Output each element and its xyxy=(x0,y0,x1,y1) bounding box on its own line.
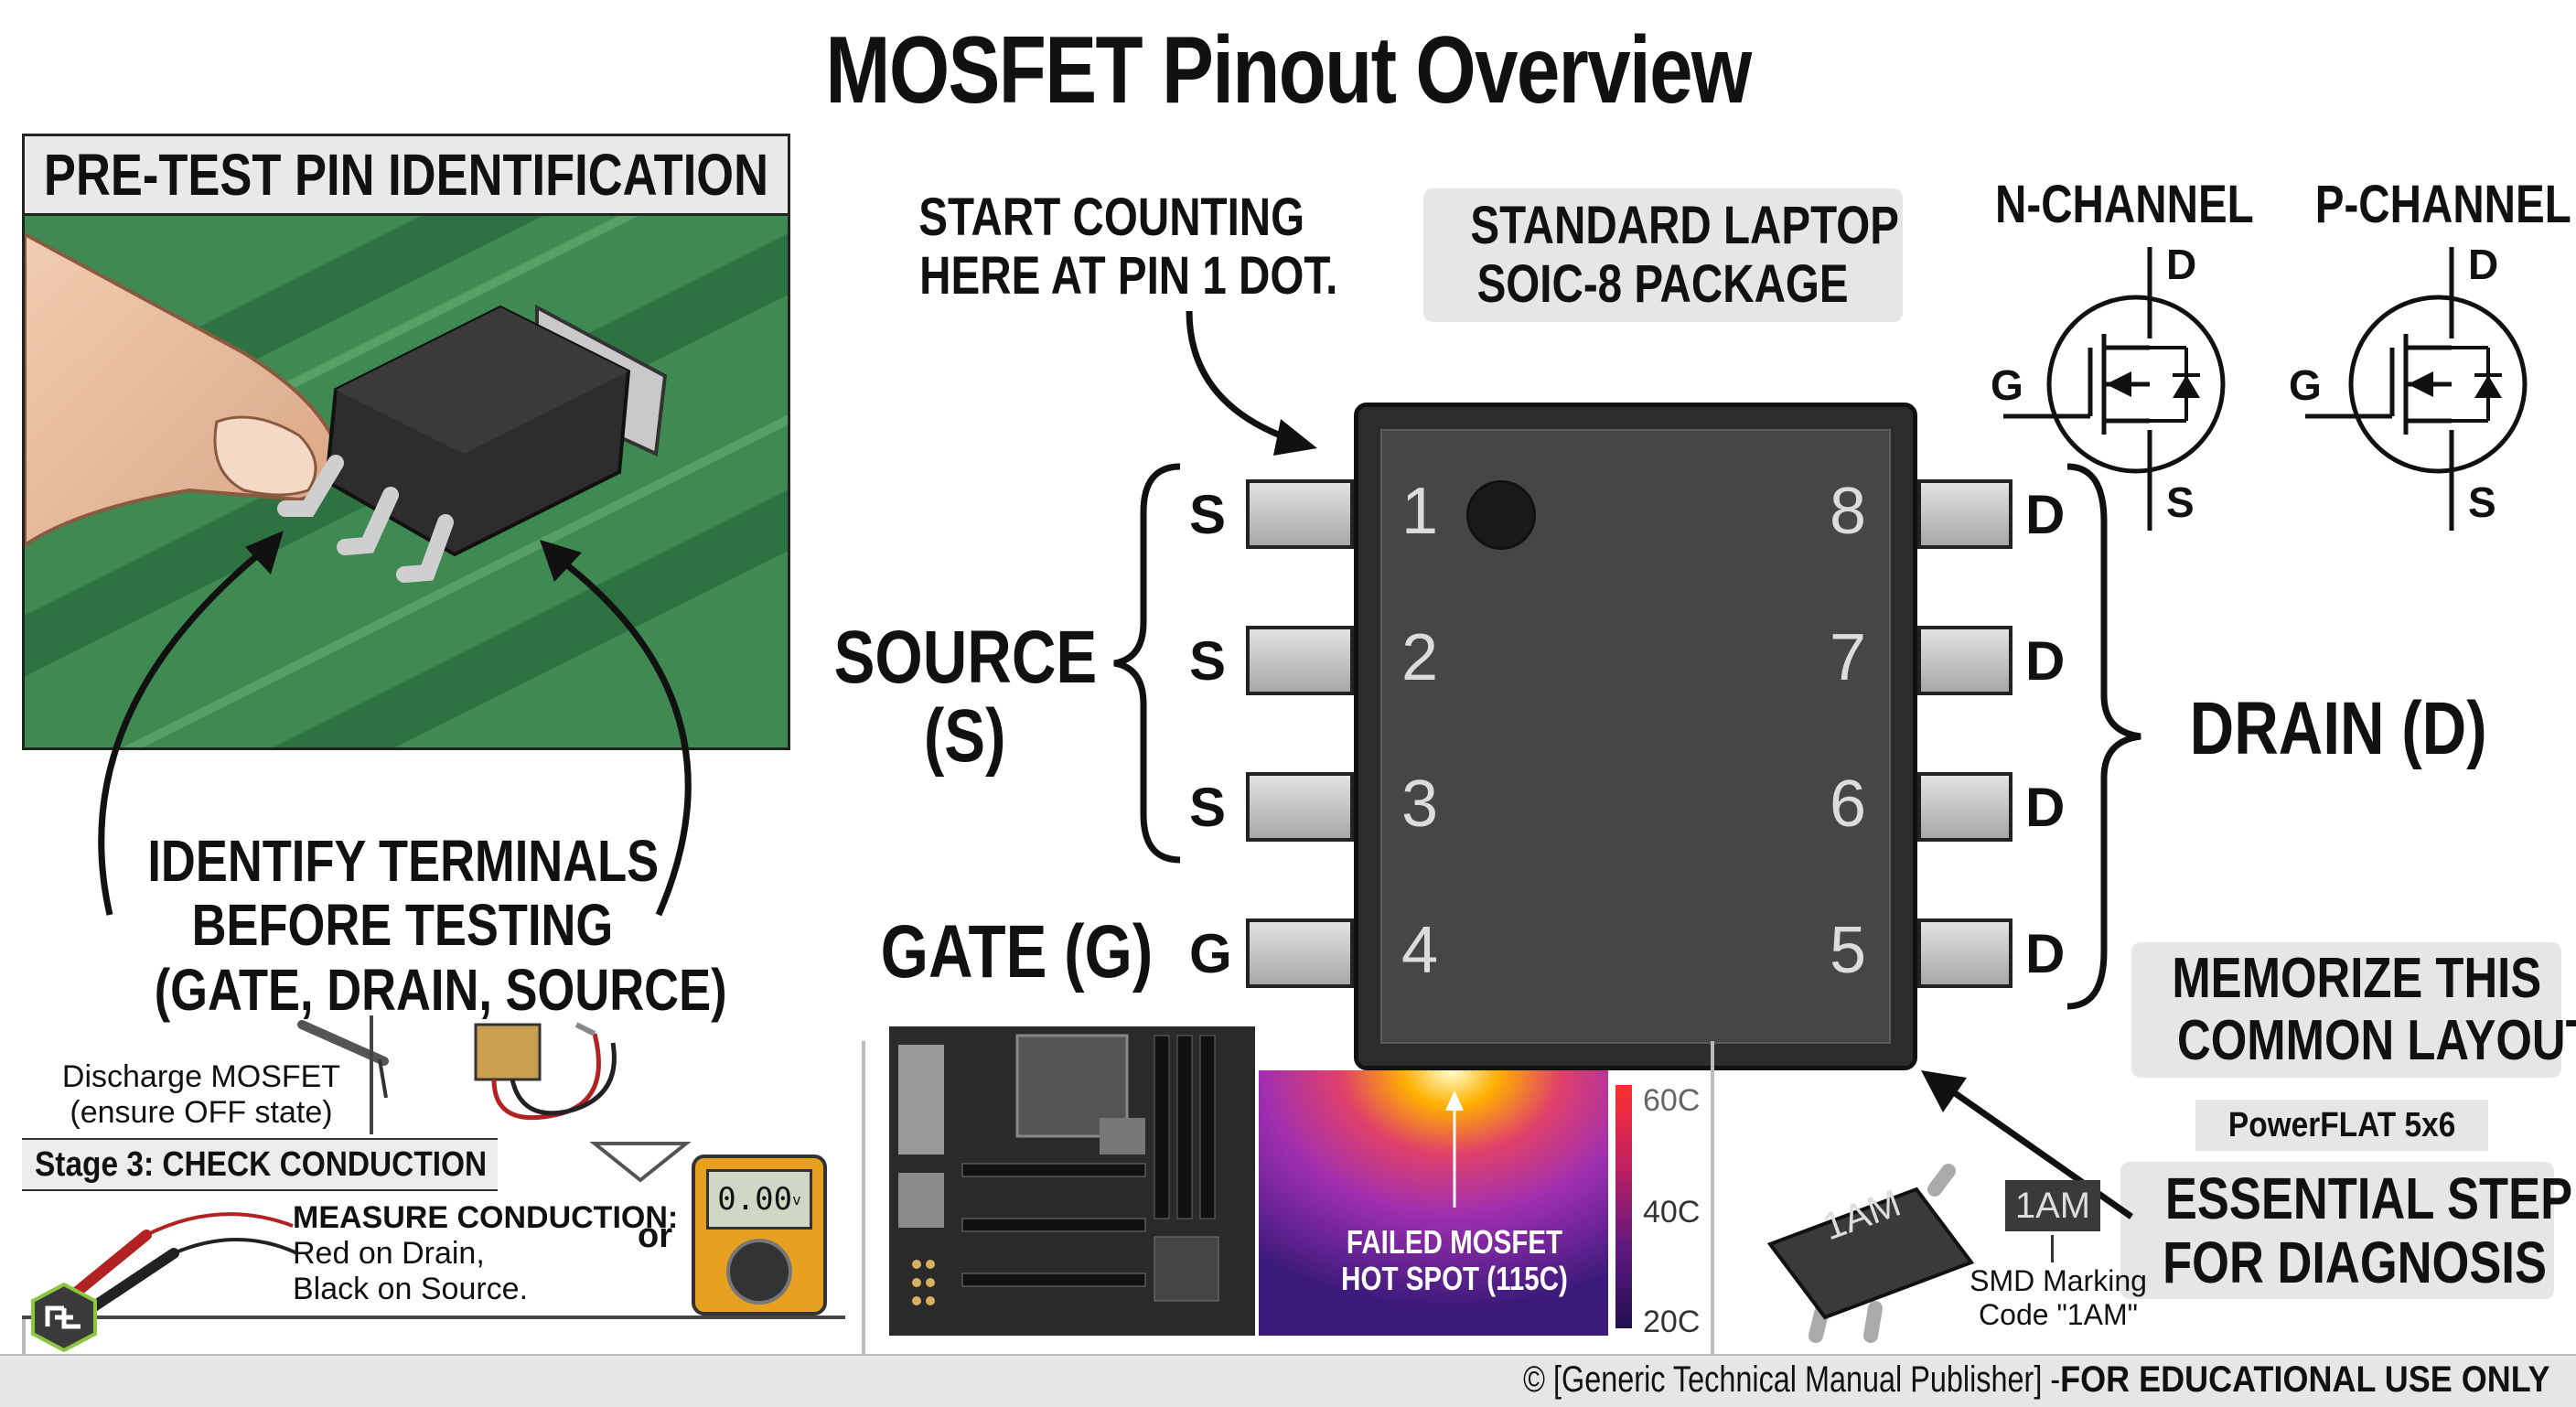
smd-marking-tag: 1AM xyxy=(2005,1180,2100,1231)
identify-arrows xyxy=(98,531,692,917)
smd-marking-caption: SMD Marking Code "1AM" xyxy=(1970,1264,2147,1331)
pin-number-2: 2 xyxy=(1401,621,1439,694)
pin-6-lead xyxy=(1917,772,2012,842)
meter-probes-icon xyxy=(474,1022,617,1121)
chip-face xyxy=(1380,429,1891,1044)
soic8-chip-body xyxy=(1354,403,1917,1070)
publisher-logo xyxy=(31,1282,97,1353)
footer-copyright: © [Generic Technical Manual Publisher] -… xyxy=(1523,1359,2550,1400)
package-label: STANDARD LAPTOP SOIC-8 PACKAGE xyxy=(1423,188,1903,322)
pre-test-heading: PRE-TEST PIN IDENTIFICATION xyxy=(22,134,790,216)
n-gate-label: G xyxy=(1991,361,2023,409)
pin-5-lead xyxy=(1917,918,2012,988)
pin-letter-8: D xyxy=(2025,484,2066,545)
down-arrow-icon xyxy=(589,1142,692,1183)
thermal-caption: FAILED MOSFET HOT SPOT (115C) xyxy=(1341,1223,1568,1297)
identify-caption: IDENTIFY TERMINALS BEFORE TESTING (GATE,… xyxy=(147,828,727,1023)
pin1-note: START COUNTING HERE AT PIN 1 DOT. xyxy=(918,188,1338,306)
multimeter-dial xyxy=(726,1239,792,1305)
essential-arrow xyxy=(1921,1070,2134,1219)
pin-letter-3: S xyxy=(1189,777,1227,838)
or-label: or xyxy=(638,1217,672,1255)
pin1-dot xyxy=(1466,480,1536,550)
pin-3-lead xyxy=(1246,772,1354,842)
motherboard-image xyxy=(889,1026,1255,1336)
scale-mid: 40C xyxy=(1643,1195,1701,1230)
divider-line xyxy=(370,1015,373,1134)
essential-step-box: ESSENTIAL STEP FOR DIAGNOSIS xyxy=(2120,1162,2572,1299)
pin-number-1: 1 xyxy=(1401,475,1439,548)
p-source-label: S xyxy=(2468,478,2496,526)
pin-number-7: 7 xyxy=(1830,621,1867,694)
n-source-label: S xyxy=(2166,478,2195,526)
pin-7-lead xyxy=(1917,626,2012,695)
pin-number-6: 6 xyxy=(1830,768,1867,841)
pin-2-lead xyxy=(1246,626,1354,695)
pcb-illustration xyxy=(22,216,790,750)
footer-bar xyxy=(0,1354,2576,1407)
p-channel-symbol xyxy=(2305,247,2528,531)
pin-letter-5: D xyxy=(2025,923,2066,984)
pin-number-4: 4 xyxy=(1401,914,1439,987)
pin-letter-7: D xyxy=(2025,630,2066,692)
left-edge xyxy=(22,1319,26,1354)
n-channel-symbol xyxy=(2003,247,2226,531)
pin-letter-2: S xyxy=(1189,630,1227,692)
scale-bot: 20C xyxy=(1643,1305,1701,1339)
drain-brace xyxy=(2066,463,2141,1010)
pin-number-3: 3 xyxy=(1401,768,1439,841)
smd-chip-drawing xyxy=(1766,1164,1975,1343)
pin1-arrow xyxy=(1186,310,1317,456)
p-channel-title: P-CHANNEL xyxy=(2314,175,2571,234)
drain-label: DRAIN (D) xyxy=(2189,687,2487,770)
pin-letter-4: G xyxy=(1189,923,1232,984)
stage-3-bar: Stage 3: CHECK CONDUCTION xyxy=(22,1138,498,1191)
pin-letter-6: D xyxy=(2025,777,2066,838)
divider-right xyxy=(1711,1041,1714,1354)
pin-1-lead xyxy=(1246,479,1354,549)
p-drain-label: D xyxy=(2468,241,2499,288)
powerflat-label: PowerFLAT 5x6 xyxy=(2195,1100,2488,1151)
page-title: MOSFET Pinout Overview xyxy=(825,17,1752,124)
discharge-note: Discharge MOSFET (ensure OFF state) xyxy=(61,1059,341,1131)
memorize-box: MEMORIZE THIS COMMON LAYOUT xyxy=(2131,942,2576,1078)
pin-letter-1: S xyxy=(1189,484,1227,545)
thermal-image xyxy=(1259,1070,1608,1336)
bottom-divider xyxy=(22,1316,845,1319)
tag-pointer xyxy=(2051,1235,2054,1262)
thermal-scale-bar xyxy=(1615,1085,1632,1328)
source-brace xyxy=(1113,463,1181,864)
gate-label: GATE (G) xyxy=(880,910,1154,993)
pcb-finger-chip-drawing xyxy=(25,216,788,747)
discharge-probe-icon xyxy=(297,1020,389,1098)
p-gate-label: G xyxy=(2289,361,2322,409)
scale-top: 60C xyxy=(1643,1083,1701,1118)
pin-number-8: 8 xyxy=(1830,475,1867,548)
divider-mid xyxy=(862,1041,865,1354)
pin-4-lead xyxy=(1246,918,1354,988)
pin-8-lead xyxy=(1917,479,2012,549)
measure-instructions: MEASURE CONDUCTION: Red on Drain, Black … xyxy=(293,1200,679,1307)
n-drain-label: D xyxy=(2166,241,2197,288)
source-label: SOURCE (S) xyxy=(833,616,1098,779)
pin-number-5: 5 xyxy=(1830,914,1867,987)
n-channel-title: N-CHANNEL xyxy=(1995,175,2254,234)
